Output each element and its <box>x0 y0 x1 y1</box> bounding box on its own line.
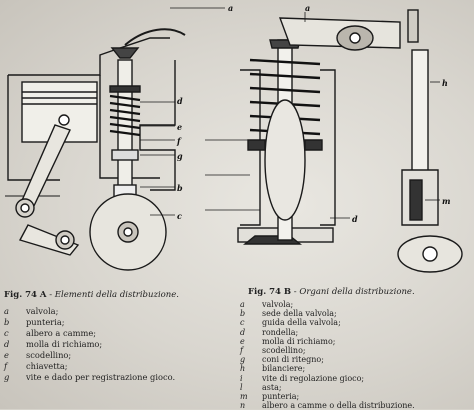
figure-a-letter-d: d <box>177 96 183 106</box>
figure-a-letter-a: a <box>228 3 234 13</box>
figure-b-caption: Fig. 74 B - Organi della distribuzione. <box>248 287 415 297</box>
figure-b-letter-a: a <box>305 3 311 13</box>
figure-b-letter-m: m <box>442 196 451 206</box>
figure-b-title: Organi della distribuzione. <box>299 287 415 297</box>
figure-a-caption: Fig. 74 A - Elementi della distribuzione… <box>4 290 179 300</box>
figure-b-number: Fig. 74 B <box>248 287 292 297</box>
figure-a-letter-c: c <box>177 211 182 221</box>
figure-a-number: Fig. 74 A <box>4 290 47 300</box>
figure-a-letter-b: b <box>177 183 183 193</box>
figure-a-letter-g: g <box>177 151 183 161</box>
figure-a-drawing <box>5 7 225 271</box>
figure-a-letter-f: f <box>177 136 181 146</box>
figure-a-title: Elementi della distribuzione. <box>54 290 179 300</box>
figure-a-letter-e: e <box>177 122 183 132</box>
figure-b-letter-d: d <box>352 214 358 224</box>
figure-b-letter-h: h <box>442 78 448 88</box>
figure-b-drawing <box>205 9 463 273</box>
